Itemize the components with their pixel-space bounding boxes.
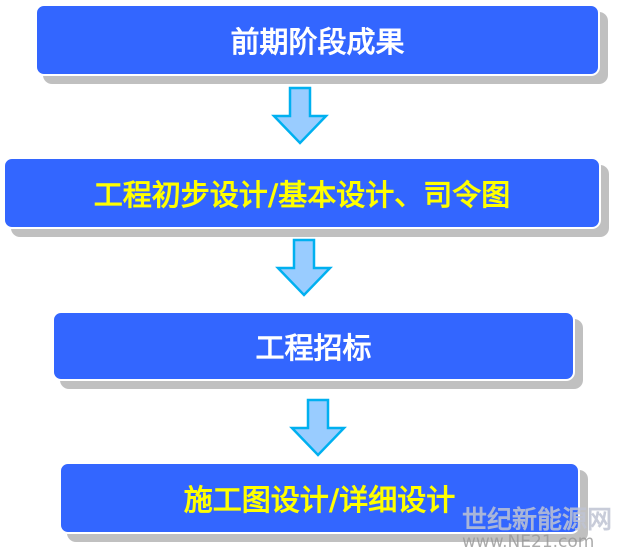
step-2-label: 工程初步设计/基本设计、司令图 [93,178,511,212]
step-4-box: 施工图设计/详细设计 [59,462,580,534]
down-arrow-icon [275,238,333,297]
watermark-name: 世纪新能源网 [462,505,613,534]
step-1-box: 前期阶段成果 [35,4,600,76]
step-1-label: 前期阶段成果 [230,25,405,59]
step-3-box: 工程招标 [52,311,575,381]
step-2-box: 工程初步设计/基本设计、司令图 [3,157,601,229]
down-arrow-icon [271,86,329,145]
step-4-label: 施工图设计/详细设计 [183,483,456,517]
step-3-label: 工程招标 [255,331,372,365]
watermark-url: www.NE21.com [462,532,595,552]
down-arrow-icon [289,398,347,457]
